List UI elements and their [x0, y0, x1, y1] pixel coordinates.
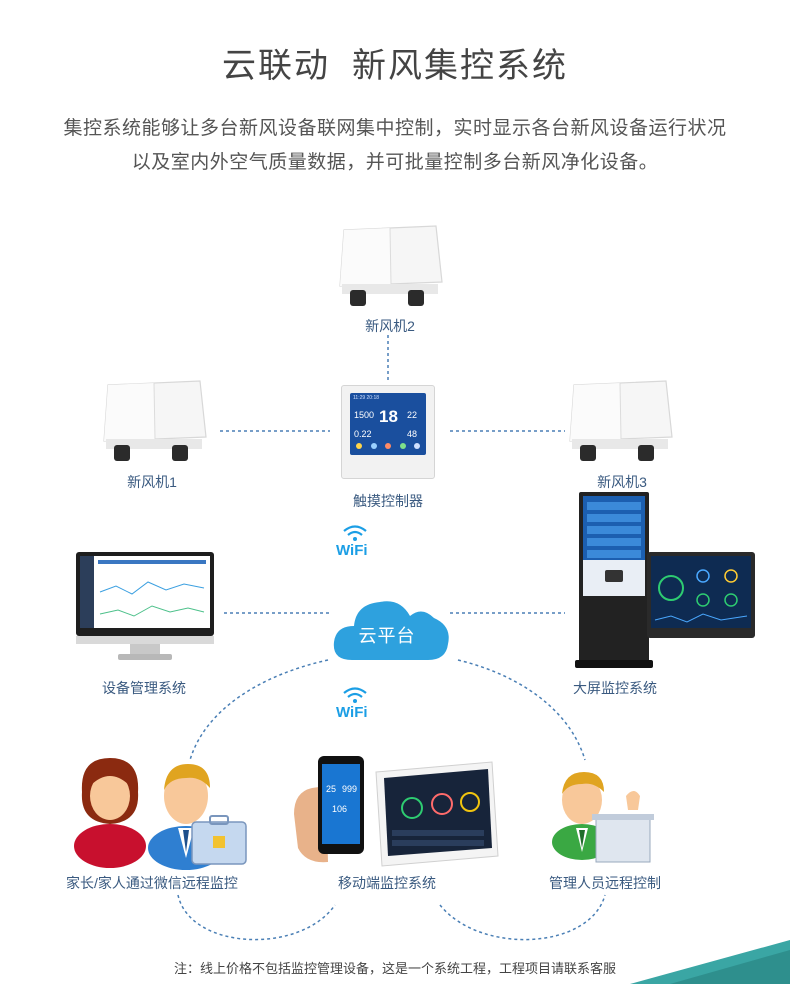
controller-value2: 18: [379, 407, 398, 426]
mobile-devices-icon: 25 999 106: [294, 756, 499, 867]
description-line1: 集控系统能够让多台新风设备联网集中控制，实时显示各台新风设备运行状况: [63, 118, 727, 139]
phone-value3: 106: [332, 804, 347, 814]
dot-icon: [370, 443, 377, 449]
description-line2: 以及室内外空气质量数据，并可批量控制多台新风净化设备。: [131, 152, 659, 173]
dot-icon: [399, 443, 406, 449]
title-part2: 新风集控系统: [352, 47, 568, 85]
controller-value4: 0.22: [354, 429, 372, 439]
touch-controller-device: 11:29 20:18 1500 18 22 0.22 48: [341, 385, 435, 479]
line-cloud-admin: [457, 659, 586, 761]
parents-people-icon: [74, 758, 247, 870]
wifi-icon: [343, 525, 367, 541]
controller-value1: 1500: [354, 410, 375, 420]
parents-label: 家长/家人通过微信远程监控: [66, 875, 238, 891]
fan3-label: 新风机3: [597, 474, 647, 490]
page-title: 云联动新风集控系统: [0, 38, 790, 87]
dot-icon: [356, 443, 362, 449]
line-cloud-parents: [189, 659, 329, 761]
admin-person-icon: [552, 772, 654, 863]
fan2-unit-icon: [339, 225, 443, 306]
big-screen-label: 大屏监控系统: [573, 680, 657, 696]
mobile-label: 移动端监控系统: [338, 875, 436, 891]
wifi-label-lower: WiFi: [336, 704, 368, 721]
controller-time: 11:29 20:18: [353, 395, 380, 401]
fan1-unit-icon: [103, 380, 207, 461]
corner-decoration: [630, 940, 790, 984]
fan3-unit-icon: [569, 380, 673, 461]
wifi-icon: [343, 687, 367, 703]
cloud-platform-label: 云平台: [358, 626, 416, 646]
controller-value3: 22: [407, 410, 418, 420]
phone-value2: 999: [342, 784, 357, 794]
dot-icon: [414, 443, 420, 449]
line-parents-mobile: [177, 894, 336, 941]
admin-label: 管理人员远程控制: [549, 875, 661, 891]
controller-icon-row: [356, 443, 420, 450]
monitor-icon: [76, 552, 214, 660]
controller-value5: 48: [407, 429, 418, 439]
controller-screen: 11:29 20:18 1500 18 22 0.22 48: [350, 393, 426, 455]
big-screen-icon: [575, 492, 755, 668]
fan1-label: 新风机1: [127, 474, 177, 490]
fan2-label: 新风机2: [365, 318, 415, 334]
footnote: 注：线上价格不包括监控管理设备，这是一个系统工程，工程项目请联系客服: [173, 961, 616, 976]
title-part1: 云联动: [222, 47, 330, 85]
device-mgmt-label: 设备管理系统: [102, 680, 186, 696]
dot-icon: [385, 443, 391, 449]
line-mobile-admin: [439, 894, 606, 941]
controller-label: 触摸控制器: [353, 493, 423, 509]
cloud-icon: [333, 601, 449, 660]
phone-value1: 25: [326, 784, 336, 794]
wifi-label-upper: WiFi: [336, 542, 368, 559]
